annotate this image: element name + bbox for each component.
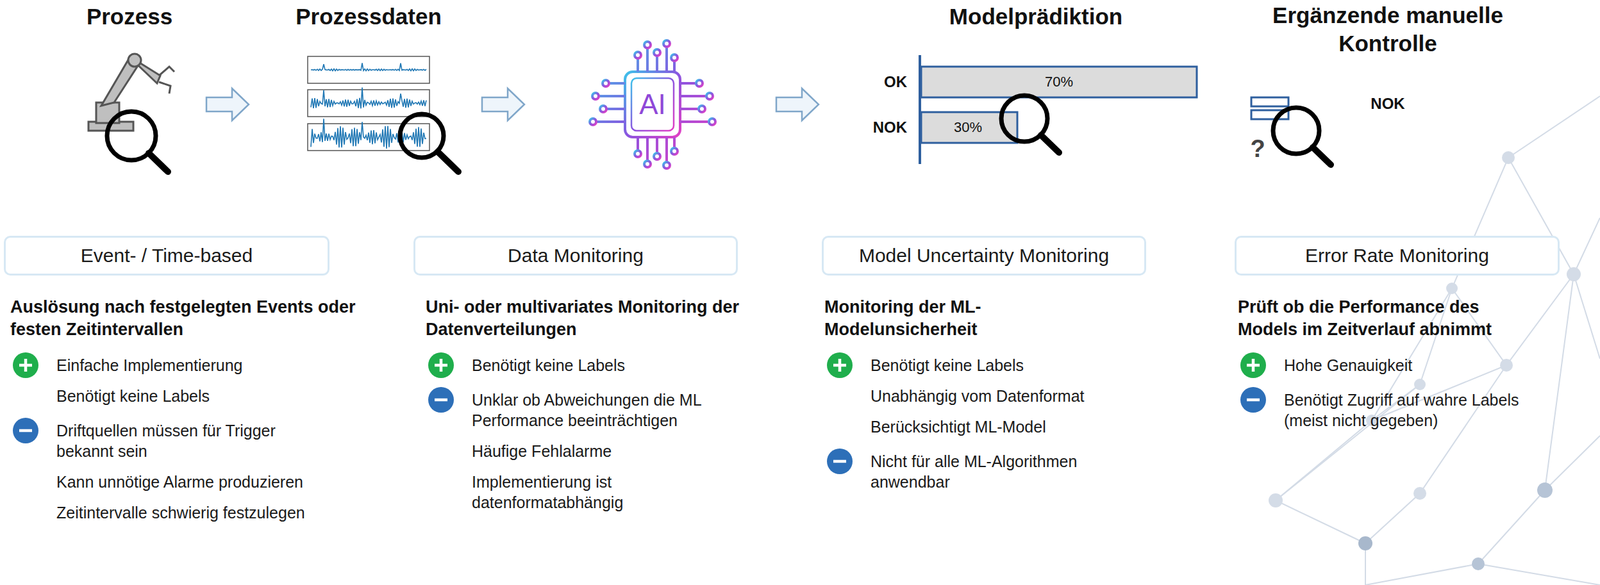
axis-label: NOK bbox=[873, 117, 908, 138]
con-item: Implementierung ist datenformatabhängig bbox=[471, 471, 754, 513]
waveform bbox=[310, 62, 427, 71]
checklist-icon bbox=[1251, 97, 1289, 120]
network-decoration bbox=[1275, 96, 1600, 585]
process-arrow bbox=[206, 88, 819, 121]
pro-marker bbox=[12, 352, 39, 379]
con-item: Driftquellen müssen für Trigger bekannt … bbox=[56, 420, 313, 462]
method-summary: Auslösung nach festgelegten Events oder … bbox=[10, 296, 370, 342]
con-item: Benötigt Zugriff auf wahre Labels (meist… bbox=[1283, 389, 1541, 431]
pro-marker bbox=[1240, 352, 1267, 379]
question-mark: ? bbox=[1250, 133, 1265, 165]
bar-value: 30% bbox=[953, 118, 983, 137]
stage-heading: Prozess bbox=[86, 2, 173, 32]
magnifier bbox=[1001, 95, 1059, 153]
con-item: Zeitintervalle schwierig festzulegen bbox=[56, 502, 313, 524]
ai-text: AI bbox=[639, 86, 667, 123]
waveform bbox=[310, 118, 427, 149]
method-summary: Monitoring der ML-Modelunsicherheit bbox=[824, 296, 1036, 342]
method-box: Error Rate Monitoring bbox=[1234, 235, 1560, 276]
stage-heading: Modelprädiktion bbox=[949, 2, 1123, 32]
ai-chip-icon bbox=[589, 40, 716, 169]
prediction-bars bbox=[919, 55, 1197, 165]
pro-item: Hohe Genauigkeit bbox=[1283, 355, 1541, 376]
pro-item: Benötigt keine Labels bbox=[870, 355, 1140, 376]
pro-con-markers bbox=[12, 352, 1267, 475]
con-item: Nicht für alle ML-Algorithmen anwendbar bbox=[870, 451, 1140, 493]
method-box: Event- / Time-based bbox=[3, 235, 330, 276]
con-item: Kann unnötige Alarme produzieren bbox=[56, 471, 313, 493]
network-nodes bbox=[1268, 151, 1581, 571]
pro-item: Benötigt keine Labels bbox=[471, 355, 754, 376]
con-marker bbox=[12, 417, 39, 444]
method-box: Data Monitoring bbox=[413, 235, 738, 276]
con-item: Häufige Fehlalarme bbox=[471, 441, 754, 462]
result-label: NOK bbox=[1370, 94, 1405, 115]
axis-label: OK bbox=[883, 72, 908, 93]
magnifier bbox=[1273, 107, 1331, 165]
robot-arm-icon bbox=[88, 53, 175, 131]
method-title: Model Uncertainty Monitoring bbox=[850, 241, 1118, 271]
signal-plots bbox=[307, 56, 430, 151]
method-box: Model Uncertainty Monitoring bbox=[821, 235, 1147, 276]
pro-item: Berücksichtigt ML-Model bbox=[870, 416, 1140, 438]
pro-item: Benötigt keine Labels bbox=[56, 385, 313, 407]
pro-marker bbox=[826, 352, 853, 379]
method-summary: Prüft ob die Performance des Models im Z… bbox=[1237, 296, 1533, 342]
bar-value: 70% bbox=[1044, 73, 1074, 92]
method-title: Data Monitoring bbox=[498, 241, 653, 271]
pro-item: Einfache Implementierung bbox=[56, 355, 313, 376]
con-marker bbox=[826, 448, 853, 475]
method-summary: Uni- oder multivariates Monitoring der D… bbox=[425, 296, 811, 342]
con-marker bbox=[1240, 387, 1267, 413]
pro-marker bbox=[428, 352, 454, 379]
method-title: Error Rate Monitoring bbox=[1296, 241, 1499, 271]
stage-heading: Ergänzende manuelle Kontrolle bbox=[1253, 1, 1523, 58]
signal-waves bbox=[310, 62, 427, 149]
pro-item: Unabhängig vom Datenformat bbox=[870, 385, 1140, 407]
method-title: Event- / Time-based bbox=[71, 241, 262, 271]
magnifier bbox=[400, 114, 459, 172]
waveform bbox=[310, 87, 427, 109]
magnifier bbox=[107, 111, 168, 172]
con-marker bbox=[428, 387, 454, 413]
con-item: Unklar ob Abweichungen die ML Performanc… bbox=[471, 389, 754, 431]
stage-heading: Prozessdaten bbox=[295, 2, 442, 32]
